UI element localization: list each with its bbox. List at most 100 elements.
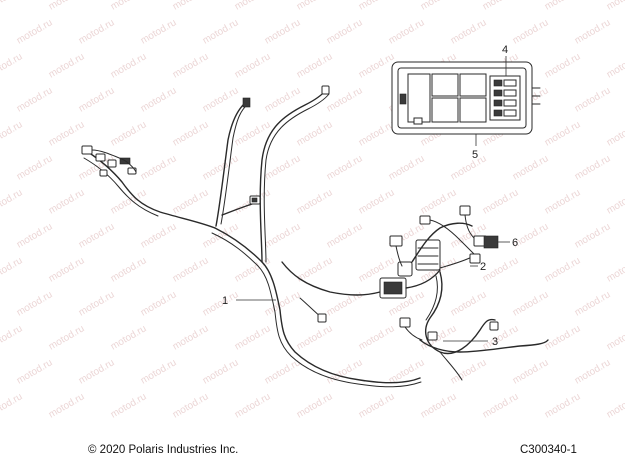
- watermark-text: motod.ru: [201, 153, 241, 182]
- watermark-text: motod.ru: [171, 119, 211, 148]
- watermark-text: motod.ru: [47, 255, 87, 284]
- watermark-text: motod.ru: [295, 187, 335, 216]
- watermark-text: motod.ru: [419, 187, 459, 216]
- watermark-text: motod.ru: [419, 391, 459, 420]
- watermark-text: motod.ru: [573, 17, 613, 46]
- watermark-text: motod.ru: [139, 85, 179, 114]
- callout-leaders: [236, 56, 510, 342]
- watermark-text: motod.ru: [481, 187, 521, 216]
- watermark-text: motod.ru: [233, 51, 273, 80]
- lower-right-harness: [399, 271, 549, 381]
- watermark-text: motod.ru: [357, 323, 397, 352]
- watermark-text: motod.ru: [295, 391, 335, 420]
- watermark-text: motod.ru: [15, 221, 55, 250]
- watermark-text: motod.ru: [605, 255, 625, 284]
- watermark-text: motod.ru: [387, 17, 427, 46]
- watermark-text: motod.ru: [325, 85, 365, 114]
- watermark-text: motod.ru: [295, 51, 335, 80]
- watermark-text: motod.ru: [449, 17, 489, 46]
- watermark-text: motod.ru: [77, 17, 117, 46]
- watermark-text: motod.ru: [0, 323, 25, 352]
- watermark-text: motod.ru: [233, 0, 273, 13]
- watermark-text: motod.ru: [139, 153, 179, 182]
- watermark-text: motod.ru: [109, 255, 149, 284]
- fuse-box: [391, 61, 541, 135]
- watermark-text: motod.ru: [47, 119, 87, 148]
- watermark-text: motod.ru: [109, 323, 149, 352]
- main-harness: [83, 89, 422, 388]
- watermark-text: motod.ru: [449, 357, 489, 386]
- center-relay-bundle: [379, 205, 499, 299]
- watermark-text: motod.ru: [139, 17, 179, 46]
- watermark-text: motod.ru: [233, 119, 273, 148]
- watermark-text: motod.ru: [419, 323, 459, 352]
- watermark-text: motod.ru: [47, 391, 87, 420]
- watermark-text: motod.ru: [263, 289, 303, 318]
- watermark-text: motod.ru: [171, 255, 211, 284]
- watermark-text: motod.ru: [0, 51, 25, 80]
- watermark-text: motod.ru: [109, 391, 149, 420]
- watermark-text: motod.ru: [15, 357, 55, 386]
- watermark-text: motod.ru: [263, 357, 303, 386]
- left-connector-cluster: [81, 145, 137, 177]
- watermark-text: motod.ru: [171, 0, 211, 13]
- watermark-text: motod.ru: [109, 0, 149, 13]
- watermark-text: motod.ru: [77, 357, 117, 386]
- watermark-text: motod.ru: [295, 119, 335, 148]
- watermark-text: motod.ru: [15, 85, 55, 114]
- watermark-text: motod.ru: [511, 289, 551, 318]
- callout-1: 1: [222, 295, 228, 307]
- watermark-text: motod.ru: [77, 221, 117, 250]
- watermark-text: motod.ru: [573, 153, 613, 182]
- watermark-text: motod.ru: [47, 187, 87, 216]
- watermark-text: motod.ru: [605, 51, 625, 80]
- watermark-text: motod.ru: [605, 323, 625, 352]
- watermark-text: motod.ru: [543, 0, 583, 13]
- watermark-text: motod.ru: [233, 391, 273, 420]
- watermark-text: motod.ru: [605, 391, 625, 420]
- watermark-text: motod.ru: [171, 187, 211, 216]
- watermark-layer: motod.ru motod.ru motod.ru motod.ru motod.ru…: [0, 0, 625, 421]
- watermark-text: motod.ru: [77, 289, 117, 318]
- watermark-text: motod.ru: [481, 391, 521, 420]
- copyright-notice: © 2020 Polaris Industries Inc.: [88, 444, 239, 456]
- watermark-text: motod.ru: [543, 391, 583, 420]
- diagram-code: C300340-1: [520, 444, 577, 456]
- watermark-text: motod.ru: [171, 51, 211, 80]
- watermark-text: motod.ru: [0, 187, 25, 216]
- watermark-text: motod.ru: [0, 0, 25, 13]
- watermark-text: motod.ru: [481, 255, 521, 284]
- watermark-text: motod.ru: [543, 187, 583, 216]
- watermark-text: motod.ru: [295, 323, 335, 352]
- watermark-text: motod.ru: [15, 17, 55, 46]
- watermark-text: motod.ru: [233, 323, 273, 352]
- watermark-text: motod.ru: [263, 17, 303, 46]
- watermark-text: motod.ru: [357, 51, 397, 80]
- watermark-text: motod.ru: [139, 221, 179, 250]
- watermark-text: motod.ru: [573, 221, 613, 250]
- watermark-text: motod.ru: [15, 153, 55, 182]
- watermark-text: motod.ru: [201, 289, 241, 318]
- watermark-text: motod.ru: [15, 289, 55, 318]
- watermark-text: motod.ru: [325, 153, 365, 182]
- watermark-text: motod.ru: [605, 187, 625, 216]
- watermark-text: motod.ru: [605, 119, 625, 148]
- callout-4: 4: [502, 44, 508, 56]
- watermark-text: motod.ru: [47, 51, 87, 80]
- callout-3: 3: [492, 336, 498, 348]
- watermark-text: motod.ru: [263, 221, 303, 250]
- watermark-text: motod.ru: [449, 153, 489, 182]
- watermark-text: motod.ru: [139, 289, 179, 318]
- watermark-text: motod.ru: [605, 0, 625, 13]
- watermark-text: motod.ru: [357, 119, 397, 148]
- watermark-text: motod.ru: [139, 357, 179, 386]
- watermark-text: motod.ru: [295, 0, 335, 13]
- watermark-text: motod.ru: [0, 391, 25, 420]
- upper-connectors: [242, 85, 330, 323]
- watermark-text: motod.ru: [77, 85, 117, 114]
- watermark-text: motod.ru: [47, 323, 87, 352]
- watermark-text: motod.ru: [357, 391, 397, 420]
- watermark-text: motod.ru: [109, 119, 149, 148]
- watermark-text: motod.ru: [263, 153, 303, 182]
